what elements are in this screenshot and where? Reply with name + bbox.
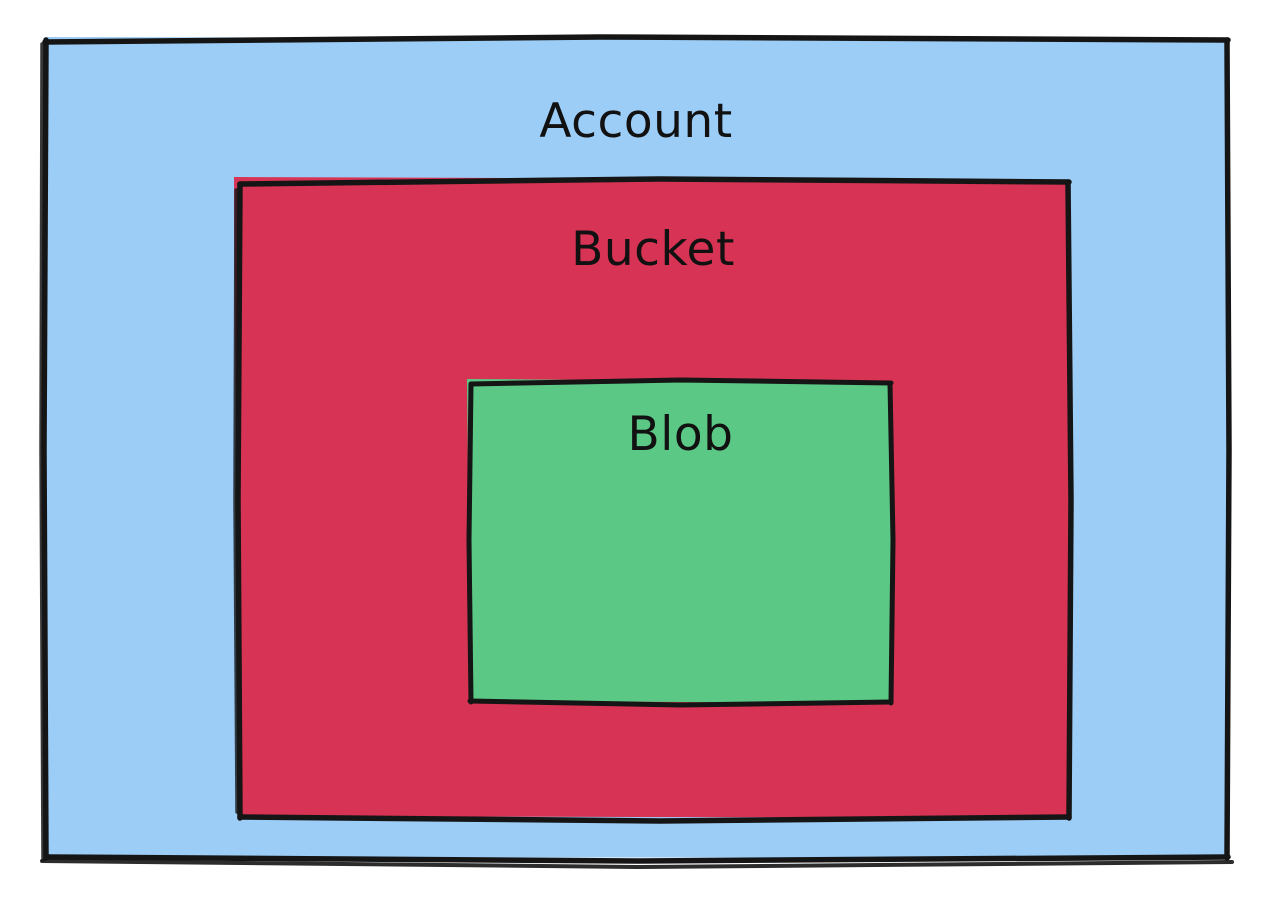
blob-outline-left: [466, 381, 474, 705]
account-outline-left-2: [39, 42, 45, 862]
account-label: Account: [539, 94, 733, 149]
blob-label: Blob: [627, 407, 734, 462]
account-outline-bottom: [44, 854, 1231, 864]
blob-fill: [467, 379, 893, 703]
bucket-outline-top: [237, 176, 1072, 187]
blob-outline-top: [468, 377, 894, 387]
account-outline-right: [1224, 37, 1232, 861]
bucket-outline-left-2: [233, 188, 239, 814]
blob-outline-right: [887, 380, 896, 706]
bucket-outline-bottom: [237, 814, 1072, 824]
blob-outline-bottom: [467, 698, 894, 708]
account-outline-left: [41, 37, 49, 861]
shape-blob[interactable]: [466, 377, 896, 708]
bucket-outline-right: [1065, 179, 1074, 821]
account-outline: [42, 34, 1231, 45]
account-outline-bottom-2: [40, 859, 1234, 869]
bucket-outline-left: [235, 181, 243, 821]
bucket-label: Bucket: [571, 222, 735, 277]
